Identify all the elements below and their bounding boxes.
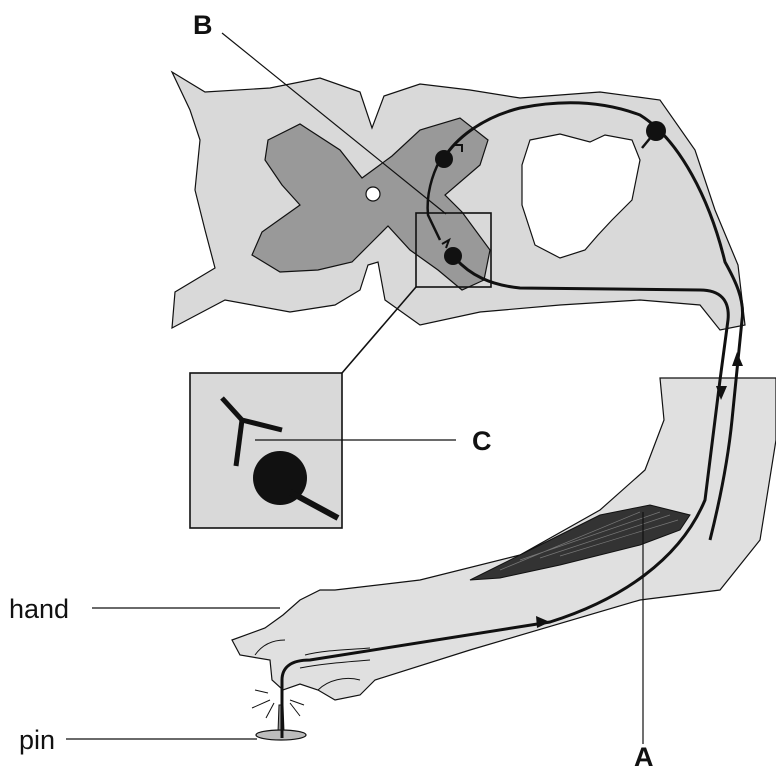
label-pin: pin xyxy=(19,725,55,755)
central-canal xyxy=(366,187,380,201)
label-b: B xyxy=(193,10,213,40)
label-hand: hand xyxy=(9,594,69,624)
zoom-connector xyxy=(342,287,416,373)
motor-neuron-cell-body xyxy=(444,247,462,265)
pain-rays xyxy=(252,690,304,718)
arrow-sensory-arm xyxy=(732,352,743,366)
relay-neuron-cell-body xyxy=(435,150,453,168)
label-a: A xyxy=(634,742,654,767)
label-c: C xyxy=(472,426,492,456)
spinal-cord-white-matter xyxy=(172,72,745,330)
